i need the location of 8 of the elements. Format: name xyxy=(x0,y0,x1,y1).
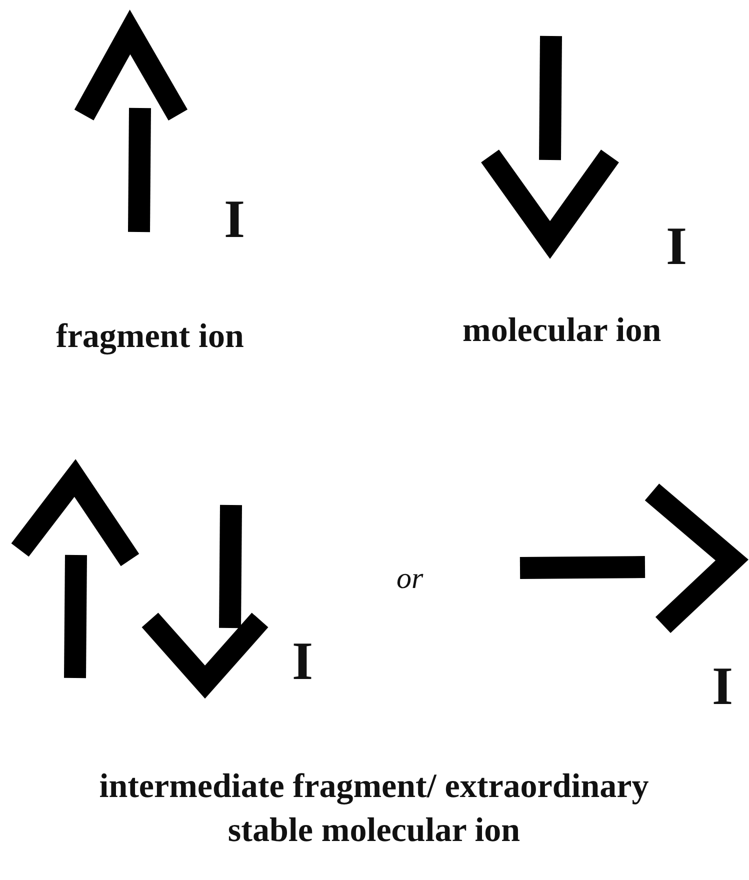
caption: fragment ion xyxy=(56,318,244,356)
intensity-symbol: I xyxy=(712,655,734,717)
intensity-symbol: I xyxy=(292,630,314,692)
caption: intermediate fragment/ extraordinary stable molecular ion xyxy=(98,767,650,852)
intensity-symbol: I xyxy=(666,215,688,277)
caption: molecular ion xyxy=(462,312,662,350)
conjunction-text: or xyxy=(396,562,424,596)
intensity-symbol: I xyxy=(224,188,246,250)
